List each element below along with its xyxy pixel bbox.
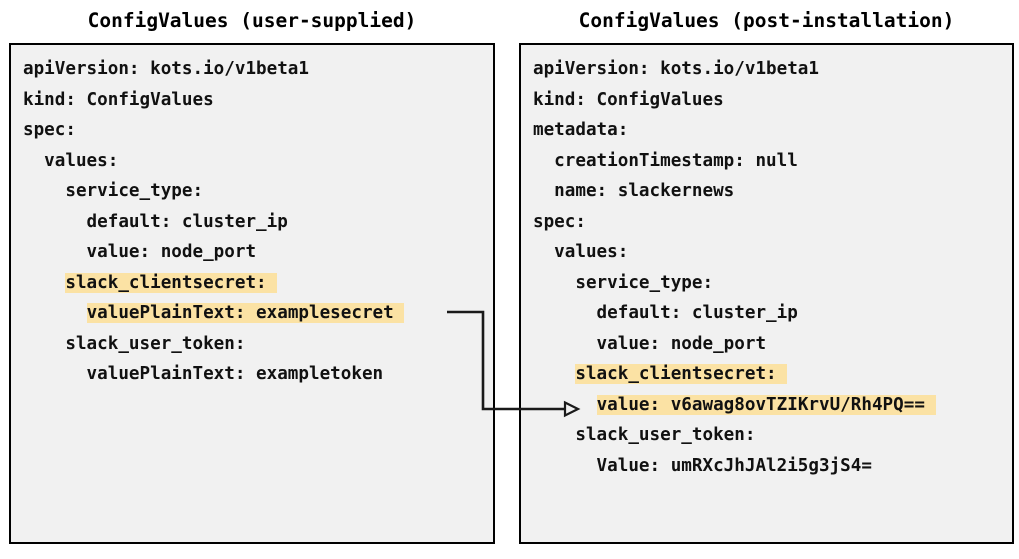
yaml-line: slack_user_token: xyxy=(533,425,756,445)
right-panel-title: ConfigValues (post-installation) xyxy=(578,9,955,32)
yaml-line: default: cluster_ip xyxy=(23,211,288,232)
yaml-line: name: slackernews xyxy=(533,181,735,201)
yaml-line: slack_clientsecret: xyxy=(23,268,493,299)
left-panel-yaml-code: apiVersion: kots.io/v1beta1 kind: ConfigV… xyxy=(23,54,493,390)
yaml-line: Value: umRXcJhJAl2i5g3jS4= xyxy=(533,455,872,476)
yaml-line: creationTimestamp: null xyxy=(533,150,798,171)
yaml-line: valuePlainText: exampletoken xyxy=(23,364,384,384)
yaml-line: values: xyxy=(533,242,629,262)
yaml-line: metadata: xyxy=(533,120,629,140)
left-panel-title: ConfigValues (user-supplied) xyxy=(87,9,417,32)
config-values-post-installation-panel: apiVersion: kots.io/v1beta1 kind: ConfigV… xyxy=(519,43,1014,544)
yaml-line: spec: xyxy=(23,120,76,140)
yaml-line: slack_clientsecret: xyxy=(533,359,1012,390)
right-panel-yaml-code: apiVersion: kots.io/v1beta1 kind: ConfigV… xyxy=(533,54,1012,481)
yaml-line: spec: xyxy=(533,211,586,232)
yaml-line: kind: ConfigValues xyxy=(533,89,724,110)
yaml-line: kind: ConfigValues xyxy=(23,89,214,110)
yaml-line: value: v6awag8ovTZIKrvU/Rh4PQ== xyxy=(533,390,1012,421)
yaml-line: slack_user_token: xyxy=(23,333,246,354)
highlighted-token: value: v6awag8ovTZIKrvU/Rh4PQ== xyxy=(596,394,936,415)
yaml-line: values: xyxy=(23,150,119,171)
yaml-line: service_type: xyxy=(23,181,204,201)
yaml-line: service_type: xyxy=(533,272,714,293)
yaml-line: valuePlainText: examplesecret xyxy=(23,298,493,329)
config-values-user-supplied-panel: apiVersion: kots.io/v1beta1 kind: ConfigV… xyxy=(9,43,495,544)
highlighted-token: slack_clientsecret: xyxy=(65,272,278,293)
yaml-line: default: cluster_ip xyxy=(533,303,798,323)
highlighted-token: slack_clientsecret: xyxy=(575,364,788,384)
highlighted-token: valuePlainText: examplesecret xyxy=(86,303,405,323)
yaml-line: value: node_port xyxy=(23,242,257,262)
yaml-line: apiVersion: kots.io/v1beta1 xyxy=(23,59,309,79)
yaml-line: apiVersion: kots.io/v1beta1 xyxy=(533,59,819,79)
yaml-line: value: node_port xyxy=(533,333,767,354)
